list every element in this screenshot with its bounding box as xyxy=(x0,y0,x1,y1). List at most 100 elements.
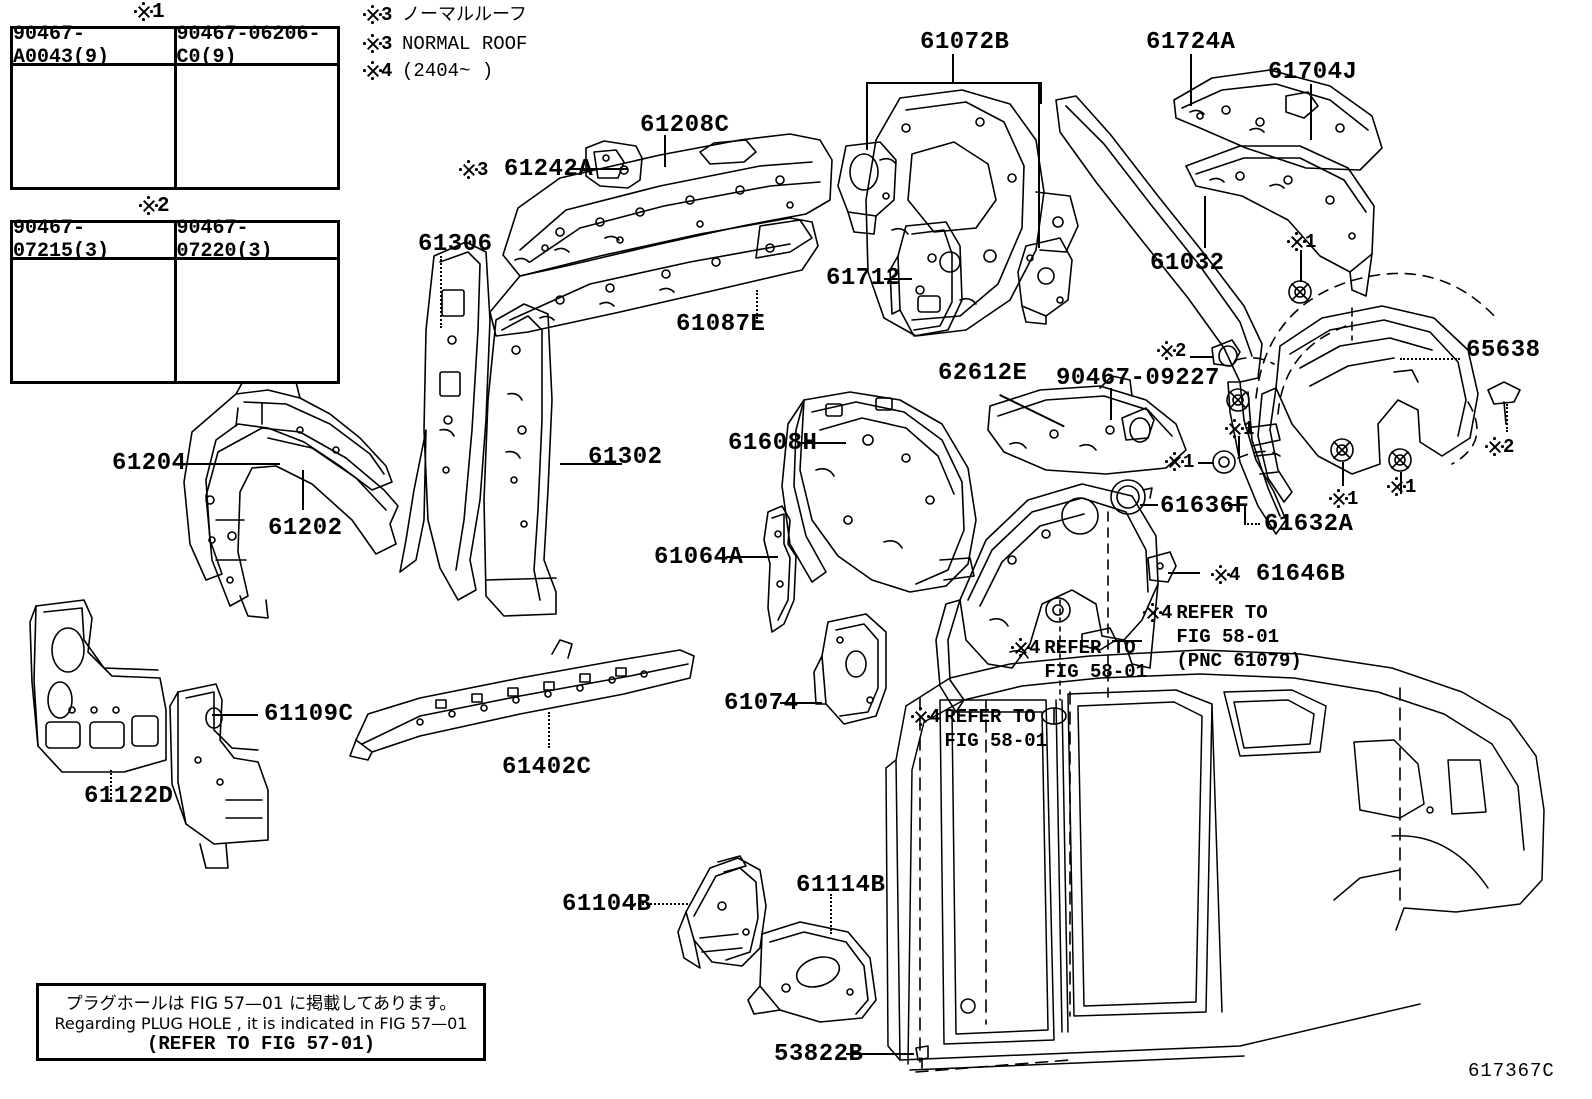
leader-53822B xyxy=(846,1053,914,1055)
note-text: NORMAL ROOF xyxy=(402,33,528,55)
refer-note-line: REFER TO xyxy=(1044,637,1136,659)
asterisk-icon xyxy=(363,5,382,24)
clip-marker-m-right-1b: 1 xyxy=(1165,451,1195,473)
marker-number: 3 xyxy=(477,159,489,181)
part-61064A xyxy=(764,506,796,632)
leader-61202 xyxy=(302,470,304,510)
part-number-text: 61087E xyxy=(676,311,766,338)
refer-note-line: FIG 58-01 xyxy=(944,729,1048,752)
leader-61302 xyxy=(560,463,622,465)
part-number-text: 61402C xyxy=(502,754,592,781)
legend-part-number: 90467-07215(3) xyxy=(13,217,110,263)
part-label-61087E: 61087E xyxy=(676,313,765,337)
refer-note-line: REFER TO xyxy=(1176,602,1268,624)
asterisk-icon xyxy=(1287,232,1306,251)
leader-61064A xyxy=(726,556,778,558)
leader-refer-61079 xyxy=(1112,640,1142,642)
legend-part-number: 90467-07220(3) xyxy=(173,217,338,263)
leader-61306 xyxy=(440,256,442,328)
part-label-61074: 61074 xyxy=(724,692,799,716)
part-number-text: 61704J xyxy=(1268,59,1358,86)
part-label-61109C: 61109C xyxy=(264,703,353,727)
part-number-text: 61646B xyxy=(1255,561,1346,588)
asterisk-icon xyxy=(363,61,382,80)
clip-marker-m-right-1a: 1 xyxy=(1225,418,1255,440)
refer-note-line: REFER TO xyxy=(944,706,1036,728)
note-text: ノーマルルーフ xyxy=(402,4,527,25)
part-61646B xyxy=(1148,552,1176,582)
part-number-text: 61712 xyxy=(826,265,901,292)
part-number-text: 61636F xyxy=(1160,493,1250,520)
part-number-text: 61306 xyxy=(418,231,493,258)
legend-clip-cell xyxy=(173,260,338,384)
marker-number: 1 xyxy=(1405,476,1417,498)
part-61242A xyxy=(586,141,642,188)
legend-table-clips-1: 90467-A0043(9) 90467-06206-C0(9) xyxy=(10,23,340,190)
asterisk-icon xyxy=(1387,477,1406,496)
leader-61632A-v xyxy=(1244,504,1246,524)
leader-61608H xyxy=(800,442,846,444)
footnote-line-ja: プラグホールは FIG 57—01 に掲載してあります。 xyxy=(65,994,457,1014)
leader-61704J xyxy=(1310,84,1312,140)
leader-marker-1c xyxy=(1342,462,1344,486)
part-label-61712: 61712 xyxy=(826,267,901,291)
part-label-62612E: 62612E xyxy=(938,362,1027,386)
leader-61087E xyxy=(756,290,758,322)
refer-note-line: (PNC 61079) xyxy=(1176,649,1302,672)
note-date-range: 4 (2404~ ) xyxy=(363,60,493,84)
leader-61109C xyxy=(212,714,258,716)
clip-marker-m-right-1c: 1 xyxy=(1329,489,1358,509)
part-label-61072B: 61072B xyxy=(920,31,1009,55)
part-label-61202: 61202 xyxy=(268,517,343,541)
part-label-61104B: 61104B xyxy=(562,893,651,917)
part-number-text: 61202 xyxy=(268,515,343,542)
part-61114B xyxy=(748,922,876,1022)
leader-61242A xyxy=(570,168,628,170)
leader-61646B xyxy=(1168,572,1200,574)
part-61109C xyxy=(170,684,268,868)
leader-61636F xyxy=(1140,504,1158,506)
part-number-text: 62612E xyxy=(938,360,1028,387)
part-label-61122D: 61122D xyxy=(84,785,173,809)
legend-part-number: 90467-A0043(9) xyxy=(13,23,110,69)
marker-number: 4 xyxy=(1229,564,1241,586)
leader-61072B xyxy=(952,54,954,82)
part-65638 xyxy=(1258,306,1478,502)
part-number-text: 65638 xyxy=(1466,337,1541,364)
part-61104B xyxy=(678,856,766,968)
clip-marker-m-right-2: 2 xyxy=(1157,341,1186,361)
part-61072B-left-bracket xyxy=(838,142,896,234)
part-61204 xyxy=(184,372,392,580)
part-number-text: 61122D xyxy=(84,783,174,810)
leader-marker-2-right xyxy=(1190,356,1214,358)
leader-marker-1b xyxy=(1198,462,1214,464)
marker-number: 2 xyxy=(1503,436,1515,458)
part-label-61114B: 61114B xyxy=(796,874,885,898)
footnote-line-en: Regarding PLUG HOLE , it is indicated in… xyxy=(54,1014,468,1033)
part-number-text: 61632A xyxy=(1264,511,1354,538)
asterisk-icon xyxy=(1157,341,1176,360)
asterisk-icon xyxy=(1329,489,1348,508)
part-61074 xyxy=(814,614,886,724)
clip-marker-m-right-2b: 2 xyxy=(1485,436,1515,458)
part-number-text: 61724A xyxy=(1146,29,1236,56)
part-label-61064A: 61064A xyxy=(654,546,743,570)
part-label-61402C: 61402C xyxy=(502,756,591,780)
part-number-text: 61204 xyxy=(112,450,187,477)
part-number-text: 61072B xyxy=(920,29,1010,56)
marker-number: 4 xyxy=(1029,637,1041,659)
clip-marker-m-right-1d: 1 xyxy=(1387,476,1417,498)
leader-61072B-bracket xyxy=(866,82,1042,104)
marker-number: 1 xyxy=(1183,451,1195,473)
part-label-90467-09227: 90467-09227 xyxy=(1056,367,1220,391)
part-61402C xyxy=(350,640,694,760)
asterisk-icon xyxy=(911,707,930,726)
leader-61632A xyxy=(1244,523,1260,525)
clip-90467-09227 xyxy=(1122,408,1154,442)
leader-marker-1a xyxy=(1238,436,1240,456)
part-number-text: 61114B xyxy=(796,872,886,899)
part-61087E xyxy=(490,218,818,336)
marker-number: 1 xyxy=(1243,418,1255,440)
part-number-text: 61074 xyxy=(724,690,799,717)
